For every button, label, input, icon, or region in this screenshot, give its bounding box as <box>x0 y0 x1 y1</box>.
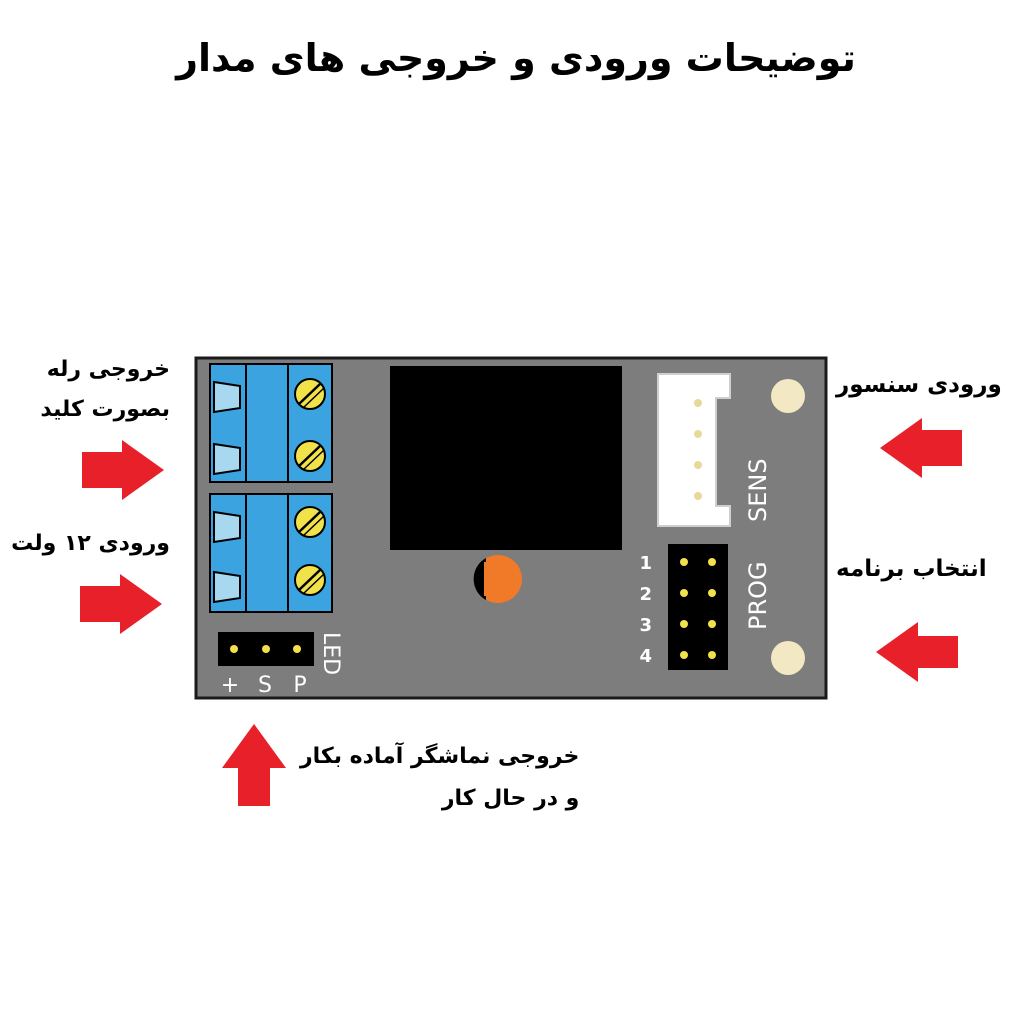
arrow-left-icon <box>876 622 958 682</box>
arrow-right-icon <box>82 440 164 500</box>
program-select-label: انتخاب برنامه <box>836 556 987 582</box>
screw-icon <box>294 564 326 596</box>
sensor-input-label: ورودی سنسور <box>836 372 1002 398</box>
capacitor-icon <box>473 555 522 603</box>
prog-row-2: 2 <box>639 584 652 605</box>
page-title: توضیحات ورودی و خروجی های مدار <box>176 36 856 80</box>
led-pin-p: P <box>293 673 306 698</box>
relay-output-label: خروجی رله بصورت کلید <box>40 350 170 430</box>
relay-output-terminal <box>209 363 333 483</box>
power-input-label: ورودی ۱۲ ولت <box>11 531 170 556</box>
relay-output-line1: خروجی رله <box>46 357 170 382</box>
prog-header <box>668 544 728 670</box>
led-pin-plus: + <box>221 673 239 698</box>
relay-output-line2: بصورت کلید <box>40 397 170 422</box>
prog-row-4: 4 <box>639 646 652 667</box>
arrow-right-icon <box>80 574 162 634</box>
screw-icon <box>294 378 326 410</box>
screw-icon <box>294 506 326 538</box>
prog-row-1: 1 <box>639 553 652 574</box>
led-pin-s: S <box>258 673 272 698</box>
sensor-connector <box>657 373 731 527</box>
led-header <box>218 632 314 666</box>
arrow-left-icon <box>880 418 962 478</box>
relay-block <box>390 366 622 550</box>
led-output-line2: و در حال کار <box>441 786 580 811</box>
power-input-terminal <box>209 493 333 613</box>
mount-hole-top <box>771 379 805 413</box>
prog-row-3: 3 <box>639 615 652 636</box>
led-label: LED <box>318 632 343 675</box>
sens-label: SENS <box>744 458 772 522</box>
arrow-up-icon <box>222 724 286 806</box>
led-output-line1: خروجی نماشگر آماده بکار <box>300 744 580 769</box>
led-output-label: خروجی نماشگر آماده بکار و در حال کار <box>300 736 579 820</box>
screw-icon <box>294 440 326 472</box>
mount-hole-bottom <box>771 641 805 675</box>
prog-label: PROG <box>744 561 772 630</box>
